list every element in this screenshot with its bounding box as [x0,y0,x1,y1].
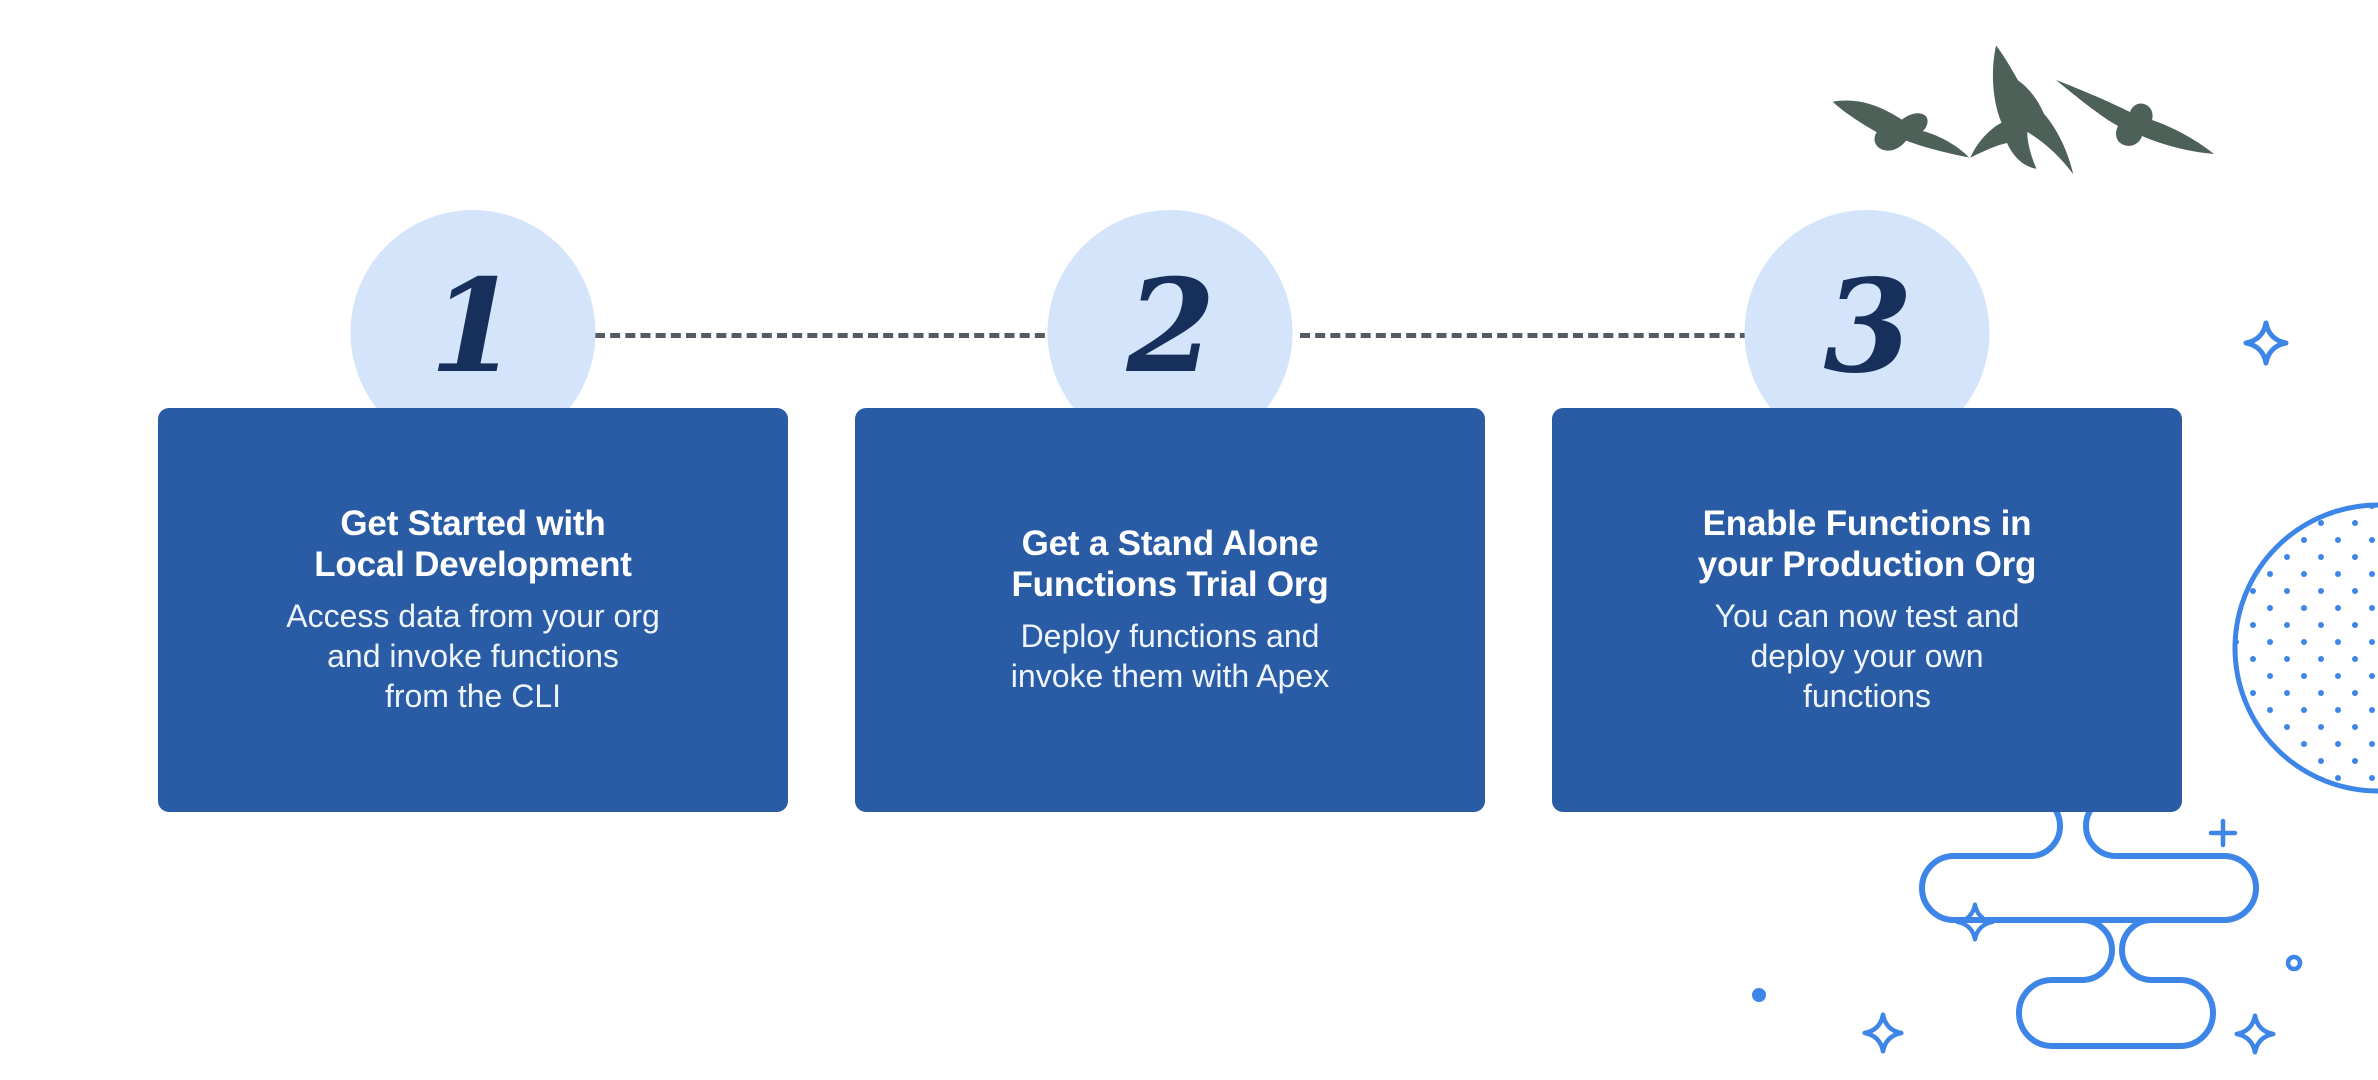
step-3-number: 3 [1823,251,1912,402]
step-1-title: Get Started with Local Development [314,504,632,584]
ring-icon [2285,954,2303,972]
step-3-card[interactable]: Enable Functions in your Production Org … [1552,408,2182,812]
step-1: 1 Get Started with Local Development Acc… [158,210,788,812]
step-3-title: Enable Functions in your Production Org [1697,504,2037,584]
sparkle-icon [2234,1013,2276,1055]
sparkle-icon [1862,1012,1904,1054]
step-2-title: Get a Stand Alone Functions Trial Org [1011,524,1329,604]
step-3-description: You can now test and deploy your own fun… [1714,597,2020,714]
step-2-card[interactable]: Get a Stand Alone Functions Trial Org De… [855,408,1485,812]
connector-step2-step3 [1300,333,1765,338]
dot-grid-circle-icon [2232,502,2378,794]
step-2-number: 2 [1126,251,1215,402]
step-1-description: Access data from your org and invoke fun… [286,597,660,714]
sparkle-icon [2243,320,2289,366]
step-1-number: 1 [429,251,518,402]
connector-step1-step2 [595,333,1060,338]
birds-icon [1832,45,2214,175]
dot-icon [1752,988,1766,1002]
step-3: 3 Enable Functions in your Production Or… [1552,210,2182,812]
step-2: 2 Get a Stand Alone Functions Trial Org … [855,210,1485,812]
sparkle-icon [1955,902,1995,942]
winding-path-icon [1919,793,2259,1049]
plus-icon [2208,818,2238,848]
step-2-description: Deploy functions and invoke them with Ap… [1010,617,1330,694]
step-1-card[interactable]: Get Started with Local Development Acces… [158,408,788,812]
